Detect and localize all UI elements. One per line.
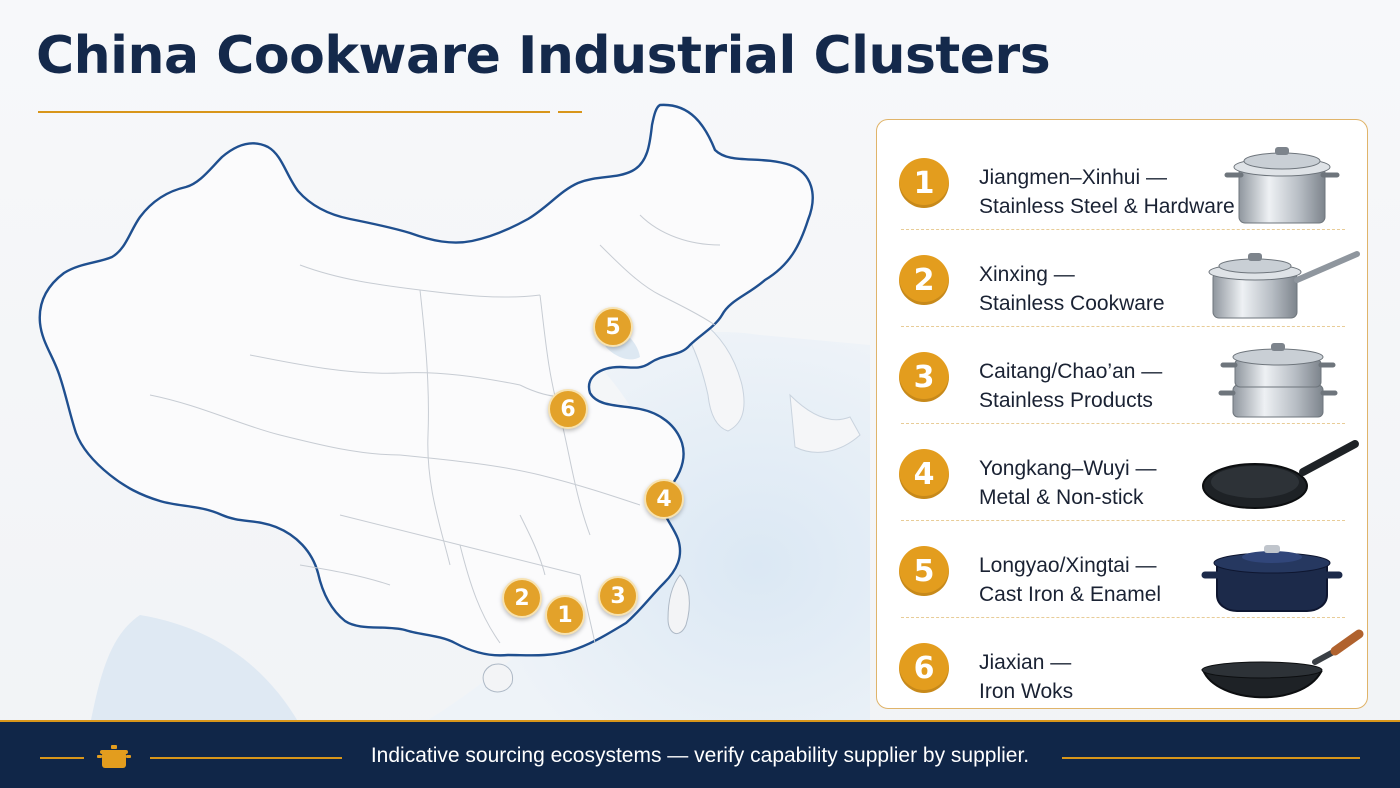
pot-icon bbox=[96, 742, 132, 772]
cluster-badge-2: 2 bbox=[899, 255, 949, 305]
cluster-name: Xinxing — bbox=[979, 263, 1075, 286]
cluster-name: Longyao/Xingtai — bbox=[979, 554, 1157, 577]
china-mainland bbox=[38, 103, 814, 657]
cluster-text-1: Jiangmen–Xinhui — Stainless Steel & Hard… bbox=[979, 163, 1239, 221]
korea-peninsula bbox=[689, 319, 745, 432]
cluster-row-1[interactable]: 1 Jiangmen–Xinhui — Stainless Steel & Ha… bbox=[877, 133, 1369, 230]
footer-line-right bbox=[1062, 757, 1360, 759]
cluster-row-6[interactable]: 6 Jiaxian — Iron Woks bbox=[877, 618, 1369, 715]
japan-islands bbox=[789, 393, 861, 453]
cluster-row-4[interactable]: 4 Yongkang–Wuyi — Metal & Non-stick bbox=[877, 424, 1369, 521]
row-divider bbox=[901, 229, 1345, 230]
cluster-text-4: Yongkang–Wuyi — Metal & Non-stick bbox=[979, 454, 1239, 512]
row-divider bbox=[901, 617, 1345, 618]
map-marker-3[interactable]: 3 bbox=[598, 576, 638, 616]
cluster-name: Caitang/Chao’an — bbox=[979, 360, 1163, 383]
cluster-name: Yongkang–Wuyi — bbox=[979, 457, 1157, 480]
steamer-icon bbox=[1197, 335, 1367, 421]
page-title: China Cookware Industrial Clusters bbox=[36, 26, 1051, 86]
cluster-name: Jiaxian — bbox=[979, 651, 1072, 674]
map-marker-2[interactable]: 2 bbox=[502, 578, 542, 618]
wok-icon bbox=[1197, 626, 1367, 712]
cluster-row-5[interactable]: 5 Longyao/Xingtai — Cast Iron & Enamel bbox=[877, 521, 1369, 618]
cluster-name: Jiangmen–Xinhui — bbox=[979, 166, 1167, 189]
cluster-badge-6: 6 bbox=[899, 643, 949, 693]
cluster-text-5: Longyao/Xingtai — Cast Iron & Enamel bbox=[979, 551, 1239, 609]
cluster-row-2[interactable]: 2 Xinxing — Stainless Cookware bbox=[877, 230, 1369, 327]
south-sea bbox=[90, 615, 300, 725]
row-divider bbox=[901, 423, 1345, 424]
cluster-specialty: Cast Iron & Enamel bbox=[979, 583, 1162, 606]
cluster-badge-5: 5 bbox=[899, 546, 949, 596]
cluster-text-3: Caitang/Chao’an — Stainless Products bbox=[979, 357, 1239, 415]
cluster-specialty: Stainless Cookware bbox=[979, 292, 1165, 315]
footer-disclaimer: Indicative sourcing ecosystems — verify … bbox=[370, 744, 1030, 767]
row-divider bbox=[901, 326, 1345, 327]
cluster-specialty: Metal & Non-stick bbox=[979, 486, 1144, 509]
map-marker-1[interactable]: 1 bbox=[545, 595, 585, 635]
map-svg bbox=[38, 103, 870, 725]
taiwan-island bbox=[667, 574, 690, 634]
map-marker-6[interactable]: 6 bbox=[548, 389, 588, 429]
map-marker-5[interactable]: 5 bbox=[593, 307, 633, 347]
title-underline bbox=[38, 111, 550, 113]
dutch-oven-icon bbox=[1197, 529, 1367, 615]
map-marker-4[interactable]: 4 bbox=[644, 479, 684, 519]
footer-line-left bbox=[40, 757, 84, 759]
cluster-legend-panel: 1 Jiangmen–Xinhui — Stainless Steel & Ha… bbox=[876, 119, 1368, 709]
cluster-specialty: Stainless Steel & Hardware bbox=[979, 195, 1235, 218]
cluster-specialty: Iron Woks bbox=[979, 680, 1074, 703]
cluster-text-2: Xinxing — Stainless Cookware bbox=[979, 260, 1239, 318]
cluster-row-3[interactable]: 3 Caitang/Chao’an — Stainless Products bbox=[877, 327, 1369, 424]
frying-pan-icon bbox=[1197, 432, 1367, 518]
cluster-badge-1: 1 bbox=[899, 158, 949, 208]
cluster-specialty: Stainless Products bbox=[979, 389, 1153, 412]
china-map bbox=[0, 95, 870, 725]
title-underline-accent bbox=[558, 111, 582, 113]
stockpot-icon bbox=[1197, 141, 1367, 227]
cluster-text-6: Jiaxian — Iron Woks bbox=[979, 648, 1239, 706]
hainan-island bbox=[482, 663, 514, 693]
saucepan-icon bbox=[1197, 238, 1367, 324]
footer-line-mid-left bbox=[150, 757, 342, 759]
footer-banner: Indicative sourcing ecosystems — verify … bbox=[0, 720, 1400, 788]
row-divider bbox=[901, 520, 1345, 521]
cluster-badge-3: 3 bbox=[899, 352, 949, 402]
cluster-badge-4: 4 bbox=[899, 449, 949, 499]
